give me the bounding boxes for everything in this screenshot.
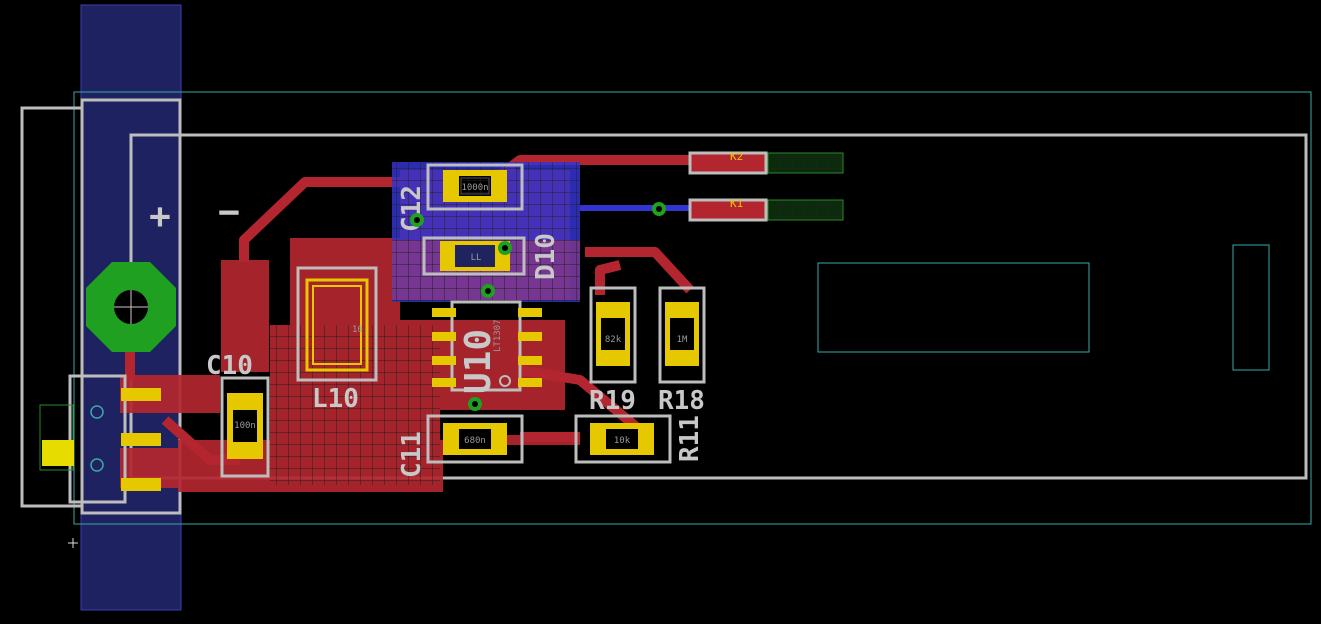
- u10-value: LT1307: [493, 319, 503, 352]
- battery-minus-label: −: [218, 192, 240, 233]
- r19-value: 82k: [605, 335, 622, 345]
- c12-ref: C12: [397, 185, 427, 232]
- l10-ref: L10: [312, 384, 359, 414]
- l10-value: 10: [352, 325, 363, 335]
- k1-connector[interactable]: K1: [688, 197, 844, 222]
- u10-footprint[interactable]: LT1307: [432, 300, 542, 392]
- c12-value: 1000n: [461, 183, 488, 193]
- copper-hatch: [270, 162, 580, 485]
- k1-ref: K1: [730, 197, 743, 210]
- r19-ref: R19: [589, 386, 636, 416]
- r11-ref: R11: [675, 415, 705, 462]
- d10-ref: D10: [531, 233, 561, 280]
- cursor-crosshair: [68, 538, 78, 548]
- l10-footprint[interactable]: 10: [296, 266, 378, 382]
- switch-footprint[interactable]: [39, 374, 161, 504]
- c10-ref: C10: [206, 351, 253, 381]
- k2-ref: K2: [730, 150, 743, 163]
- board-outline: [73, 91, 1312, 525]
- battery-terminal-via[interactable]: [86, 262, 176, 352]
- connector-outline: [1232, 244, 1270, 371]
- c10-footprint[interactable]: 100n: [220, 376, 270, 478]
- r19-footprint[interactable]: 82k: [589, 286, 637, 384]
- via-holes: [414, 206, 662, 407]
- battery-plus-label: +: [149, 196, 171, 237]
- d10-value: LL: [471, 253, 482, 263]
- c11-footprint[interactable]: 680n: [426, 414, 524, 464]
- k2-connector[interactable]: K2: [688, 150, 844, 175]
- r11-value: 10k: [614, 436, 631, 446]
- d10-footprint[interactable]: LL: [422, 236, 526, 276]
- r11-footprint[interactable]: 10k: [574, 414, 672, 464]
- c10-value: 100n: [234, 421, 256, 431]
- display-outline: [817, 262, 1090, 353]
- u10-ref: U10: [458, 329, 499, 394]
- r18-footprint[interactable]: 1M: [658, 286, 706, 384]
- c11-value: 680n: [464, 436, 486, 446]
- holder-silk: [80, 98, 182, 515]
- c12-footprint[interactable]: 1000n: [426, 163, 524, 211]
- r18-ref: R18: [658, 386, 705, 416]
- c11-ref: C11: [397, 431, 427, 478]
- r18-value: 1M: [677, 335, 688, 345]
